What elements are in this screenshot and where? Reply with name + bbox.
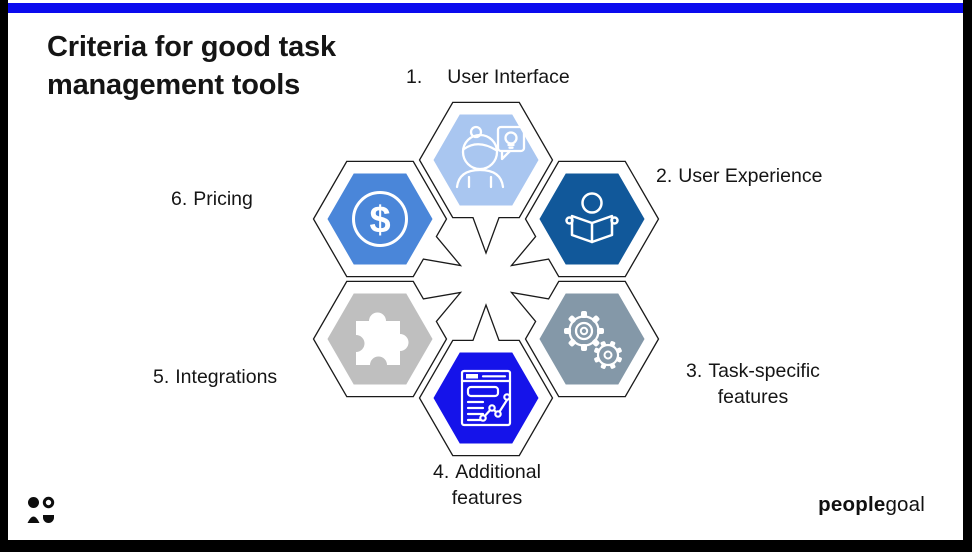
- label-number: 1.: [406, 66, 423, 88]
- svg-text:$: $: [369, 200, 390, 242]
- label-text: User Experience: [678, 165, 823, 187]
- dollar-icon: $: [352, 191, 408, 247]
- label-number: 6.: [171, 188, 188, 210]
- label-text: Pricing: [193, 188, 253, 210]
- label-text: Additional: [455, 461, 541, 483]
- brand-wordmark: peoplegoal: [818, 493, 925, 517]
- label-text: Task-specific: [708, 360, 820, 382]
- hexagon-user-experience: [509, 160, 660, 278]
- label-text-line2: features: [451, 487, 523, 510]
- woman-idea-icon: [455, 125, 526, 189]
- label-user-interface: 1. User Interface: [406, 66, 570, 89]
- peoplegoal-people-icon: [27, 496, 55, 523]
- label-user-experience: 2.User Experience: [656, 165, 822, 188]
- person-reading-icon: [565, 192, 619, 244]
- page-title-line2: management tools: [47, 69, 301, 102]
- bottom-border: [0, 540, 972, 552]
- brand-bold: people: [818, 493, 886, 516]
- label-number: 2.: [656, 165, 673, 187]
- right-border: [963, 0, 972, 552]
- left-border: [0, 0, 8, 552]
- label-integrations: 5.Integrations: [153, 366, 277, 389]
- label-pricing: 6.Pricing: [171, 188, 253, 211]
- page-title: Criteria for good task management tools: [47, 28, 417, 105]
- label-number: 5.: [153, 366, 170, 388]
- gears-icon: [564, 311, 622, 369]
- label-text: User Interface: [447, 66, 570, 88]
- top-accent-bar: [8, 3, 963, 13]
- puzzle-icon: [356, 312, 409, 365]
- hexagon-user-interface: [418, 101, 554, 255]
- label-text-line2: features: [717, 386, 789, 409]
- hexagon-pricing: [312, 160, 463, 278]
- label-number: 3.: [686, 360, 703, 382]
- label-additional-features: 4.Additional features: [392, 459, 582, 512]
- label-text: Integrations: [175, 366, 278, 388]
- brand-regular: goal: [885, 493, 925, 516]
- label-task-specific-features: 3.Task-specific features: [658, 358, 848, 411]
- label-number: 4.: [433, 461, 450, 483]
- page-title-line1: Criteria for good task: [47, 31, 336, 63]
- report-chart-icon: [460, 369, 512, 427]
